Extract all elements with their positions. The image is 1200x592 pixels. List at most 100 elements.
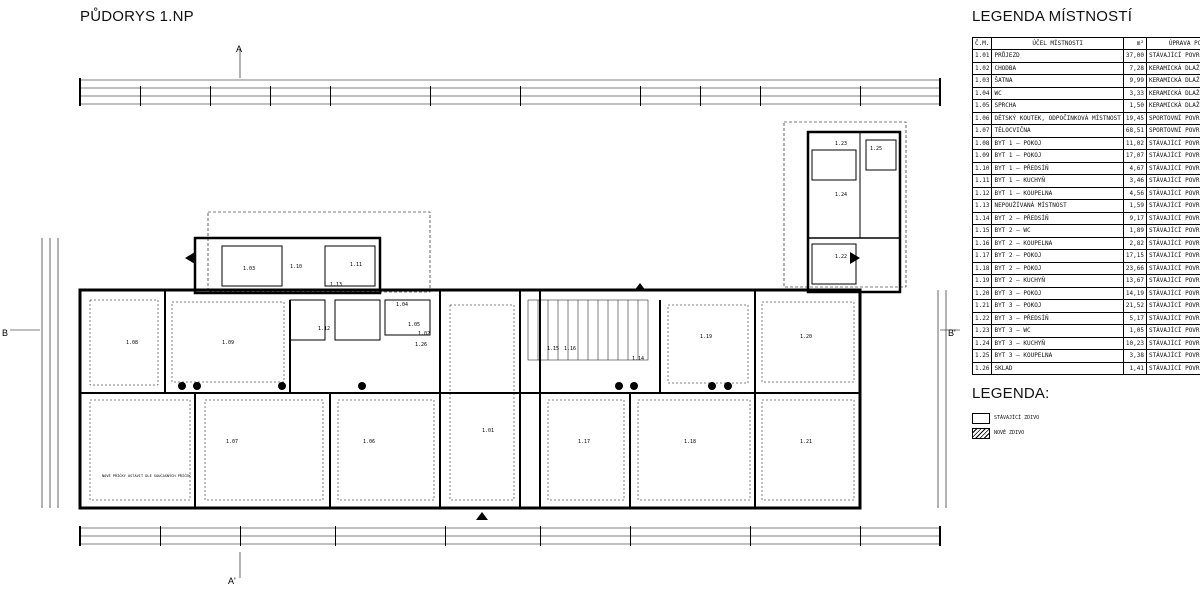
room-area: 4,56: [1122, 186, 1147, 200]
room-label: 1.13: [330, 282, 342, 288]
room-number: 1.22: [971, 311, 993, 325]
room-area: 3,38: [1122, 349, 1147, 363]
room-purpose: BYT 2 – POKOJ: [991, 249, 1124, 263]
room-number: 1.25: [971, 349, 993, 363]
room-label: 1.17: [578, 439, 590, 445]
room-purpose: BYT 3 – WC: [991, 324, 1124, 338]
room-label: 1.23: [835, 141, 847, 147]
room-purpose: BYT 3 – PŘEDSÍŇ: [991, 311, 1124, 325]
room-floor-finish: STÁVAJÍCÍ POVRCH: [1145, 136, 1200, 150]
building-outer-wall: [78, 288, 862, 510]
room-label: 1.05: [408, 322, 420, 328]
room-number: 1.15: [971, 224, 993, 238]
room-number: 1.05: [971, 99, 993, 113]
col-header-area: m²: [1122, 37, 1147, 50]
room-purpose: BYT 2 – PŘEDSÍŇ: [991, 211, 1124, 225]
room-label: 1.03: [243, 266, 255, 272]
room-label: 1.11: [350, 262, 362, 268]
room-area: 1,89: [1122, 224, 1147, 238]
room-area: 68,51: [1122, 124, 1147, 138]
room-floor-finish: STÁVAJÍCÍ POVRCH: [1145, 224, 1200, 238]
floor-plan-drawing: A A' B B' 1.01 1.02 1.03 1.04 1.05 1.06 …: [2, 44, 960, 586]
room-purpose: CHODBA: [991, 61, 1124, 75]
room-number: 1.24: [971, 336, 993, 350]
room-number: 1.04: [971, 86, 993, 100]
new-wall-label: NOVÉ ZDIVO: [994, 430, 1025, 436]
rear-annex-outline: [207, 211, 431, 293]
room-floor-finish: STÁVAJÍCÍ POVRCH: [1145, 186, 1200, 200]
room-floor-finish: KERAMICKÁ DLAŽBA: [1145, 61, 1200, 75]
room-floor-finish: STÁVAJÍCÍ POVRCH: [1145, 236, 1200, 250]
room-number: 1.08: [971, 136, 993, 150]
room-purpose: BYT 2 – KUCHYŇ: [991, 274, 1124, 288]
rear-annex-wall: [193, 236, 382, 295]
side-wing-wall: [806, 130, 902, 294]
room-label: 1.07: [226, 439, 238, 445]
room-area: 7,28: [1122, 61, 1147, 75]
section-arrow-left: [185, 252, 195, 264]
room-floor-finish: SPORTOVNÍ POVRCH PULASTIC: [1145, 111, 1200, 125]
room-number: 1.14: [971, 211, 993, 225]
room-floor-finish: STÁVAJÍCÍ POVRCH: [1145, 211, 1200, 225]
room-label: 1.01: [482, 428, 494, 434]
chimney-circles: [178, 382, 732, 390]
room-legend-table: Č.M. ÚČEL MÍSTNOSTI m² ÚPRAVA PODLAHY 1.…: [971, 37, 1200, 375]
room-label: 1.12: [318, 326, 330, 332]
legend-title: LEGENDA:: [972, 385, 1050, 402]
room-floor-finish: STÁVAJÍCÍ POVRCH: [1145, 174, 1200, 188]
room-area: 4,67: [1122, 161, 1147, 175]
room-label: 1.21: [800, 439, 812, 445]
room-purpose: NEPOUŽÍVANÁ MÍSTNOST: [991, 199, 1124, 213]
room-purpose: BYT 3 – KUCHYŇ: [991, 336, 1124, 350]
room-number: 1.26: [971, 361, 993, 375]
section-arrow-bottom: [476, 512, 488, 520]
room-label: 1.26: [415, 342, 427, 348]
room-floor-finish: STÁVAJÍCÍ POVRCH: [1145, 361, 1200, 375]
room-label: 1.15: [547, 346, 559, 352]
room-purpose: SPRCHA: [991, 99, 1124, 113]
side-wing-outline: [783, 121, 907, 288]
room-area: 21,52: [1122, 299, 1147, 313]
room-area: 17,15: [1122, 249, 1147, 263]
room-area: 1,50: [1122, 99, 1147, 113]
col-header-number: Č.M.: [971, 37, 993, 50]
section-arrow-right: [850, 252, 860, 264]
room-label: 1.25: [870, 146, 882, 152]
room-floor-finish: STÁVAJÍCÍ POVRCH: [1145, 149, 1200, 163]
col-header-purpose: ÚČEL MÍSTNOSTI: [991, 37, 1124, 50]
room-number: 1.17: [971, 249, 993, 263]
room-purpose: BYT 1 – KOUPELNA: [991, 186, 1124, 200]
room-area: 9,99: [1122, 74, 1147, 88]
room-purpose: TĚLOCVIČNA: [991, 124, 1124, 138]
room-purpose: SKLAD: [991, 361, 1124, 375]
room-label: 1.24: [835, 192, 847, 198]
room-legend-title: LEGENDA MÍSTNOSTÍ: [972, 8, 1133, 25]
room-number: 1.11: [971, 174, 993, 188]
room-floor-finish: KERAMICKÁ DLAŽBA: [1145, 74, 1200, 88]
room-label: 1.19: [700, 334, 712, 340]
existing-wall-label: STÁVAJÍCÍ ZDIVO: [994, 415, 1040, 421]
room-purpose: BYT 3 – POKOJ: [991, 299, 1124, 313]
new-wall-swatch: [972, 428, 990, 439]
room-purpose: DĚTSKÝ KOUTEK, ODPOČINKOVÁ MÍSTNOST: [991, 111, 1124, 125]
room-number: 1.18: [971, 261, 993, 275]
room-area: 14,19: [1122, 286, 1147, 300]
